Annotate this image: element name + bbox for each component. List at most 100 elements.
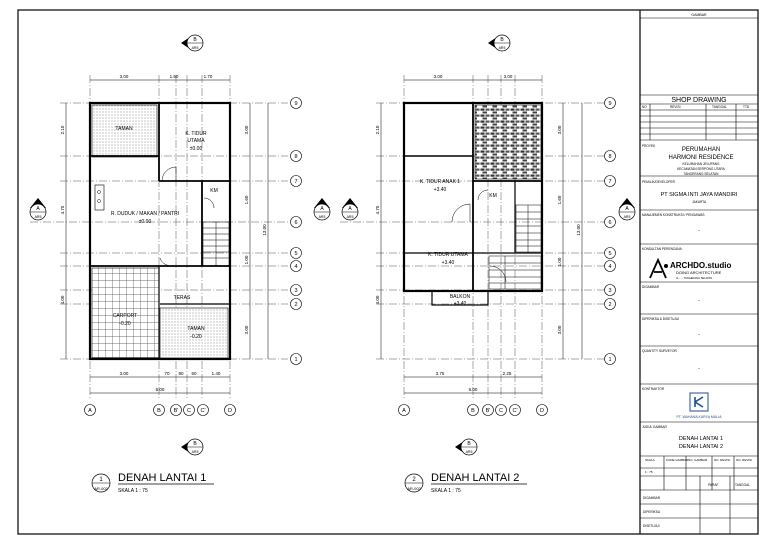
tb-project-name: HARMONI RESIDENCE (668, 155, 733, 161)
grid-number: 8 (608, 154, 611, 160)
axis-letter: A (88, 408, 92, 414)
axis-letter: B' (486, 408, 491, 414)
axis-letter: B (471, 408, 475, 414)
grid-number: 3 (608, 288, 611, 294)
tb-consultant-addr: JL. ..., TANGERANG SELATAN (676, 276, 712, 280)
room-level: +3.40 (434, 187, 447, 193)
dim-text: 1.60 (557, 195, 562, 204)
axis-letter: A (402, 408, 406, 414)
room-label: CARPORT (113, 313, 137, 319)
tb-mk-label: MANAJEMEN KONSTRUKSI / PENGAWAS (642, 213, 704, 217)
dim-text: 1.70 (204, 74, 213, 79)
tb-surveyor-value: - (698, 366, 700, 372)
grid-number: 4 (294, 264, 297, 270)
dim-text: 1.00 (244, 255, 249, 264)
section-marker: A AR5 (341, 198, 359, 221)
meta-header: SKALA (645, 458, 655, 462)
room-label: BALKON (450, 294, 471, 300)
dim-text: 2.10 (375, 125, 380, 134)
tb-contractor-name: PT. WAHANA KARYA MULIA (676, 415, 722, 419)
sign-row: DISETUJUI (643, 524, 660, 528)
dim-text: 3.00 (434, 74, 443, 79)
grid-number: 8 (294, 154, 297, 160)
tb-consultant-logo: ARCHDO.studio (670, 261, 731, 270)
svg-text:A: A (348, 206, 352, 212)
sign-header: PARAF (708, 483, 718, 487)
dim-text: 2.10 (60, 125, 65, 134)
tb-checked-label: DIPERIKSA & DISETUJUI (642, 317, 679, 321)
grid-number: 9 (294, 101, 297, 107)
grid-number: 9 (608, 101, 611, 107)
room-level: ±0.00 (139, 219, 152, 225)
plan-title: DENAH LANTAI 1 (118, 472, 206, 484)
plan-title: DENAH LANTAI 2 (431, 472, 519, 484)
tb-drafter-label: DIGAMBAR (642, 285, 660, 289)
dim-text: 6.00 (156, 387, 165, 392)
room-label: K. TIDUR ANAK 1 (420, 179, 460, 185)
svg-text:AR5: AR5 (466, 450, 473, 454)
taman-front-hatch (159, 307, 229, 359)
dim-text: 60 (191, 371, 197, 376)
dim-text: 80 (178, 371, 184, 376)
tb-drafter-value: - (698, 298, 700, 304)
plan-number: 1 (99, 477, 103, 483)
axis-letter: B (157, 408, 161, 414)
tb-owner-name: PT SIGMA INTI JAYA MANDIRI (661, 192, 738, 198)
sign-row: DIGAMBAR (643, 496, 661, 500)
plan-lantai-1: TAMAN K. TIDUR UTAMA ±0.00 R. DUDUK / MA… (30, 74, 288, 494)
room-label: K. TIDUR (185, 131, 207, 137)
dim-text: 4.00 (60, 295, 65, 304)
dim-text: 6.00 (469, 387, 478, 392)
taman-hatch (91, 104, 158, 158)
axis-letter: C' (512, 408, 517, 414)
room-label: KM (210, 188, 218, 194)
svg-text:A: A (625, 206, 629, 212)
stair-1 (202, 221, 230, 267)
tb-project-addr: KECAMATAN SERPONG UTARA (677, 167, 726, 171)
tb-consultant-label: KONSULTAN PERENCANA (642, 247, 683, 251)
tb-owner-label: PEMILIK/DEVELOPER (642, 180, 676, 184)
dim-text: 3.00 (120, 371, 129, 376)
dim-text: 1.40 (212, 371, 221, 376)
svg-text:B: B (500, 37, 504, 43)
svg-text:AR5: AR5 (192, 450, 199, 454)
svg-text:AR5: AR5 (347, 215, 354, 219)
grid-number: 3 (294, 288, 297, 294)
dim-text: 3.00 (504, 74, 513, 79)
tb-project-label: PROYEK (642, 144, 656, 148)
svg-text:A: A (320, 206, 324, 212)
plan-lantai-2: K. TIDUR ANAK 1 +3.40 KM K. TIDUR UTAMA … (340, 74, 605, 494)
svg-text:B: B (193, 441, 197, 447)
dim-text: 13.00 (262, 224, 267, 236)
dim-text: 4.75 (375, 205, 380, 214)
archdo-logo-icon (649, 257, 667, 279)
tb-top-label: GAMBAR (691, 13, 707, 17)
axis-letter: C (499, 408, 503, 414)
tb-contractor-label: KONTRAKTOR (642, 387, 665, 391)
dim-text: 3.00 (557, 125, 562, 134)
dim-text: 2.25 (503, 371, 512, 376)
axis-letter: D (540, 408, 544, 414)
section-marker: A AR5 (618, 198, 636, 221)
tb-mk-value: - (698, 228, 700, 234)
room-level: +3.40 (454, 301, 467, 307)
rev-col: TTD (743, 105, 750, 109)
meta-header: NO. GAMBAR (688, 458, 708, 462)
dim-text: 3.00 (244, 125, 249, 134)
tb-title-label: JUDUL GAMBAR (642, 425, 668, 429)
dim-text: 1.50 (170, 74, 179, 79)
meta-header: NO. REVISI (736, 458, 752, 462)
plan-sheet-ref: AR-002 (94, 486, 108, 491)
grid-number: 2 (608, 302, 611, 308)
svg-text:AR5: AR5 (624, 215, 631, 219)
svg-text:AR5: AR5 (499, 46, 506, 50)
svg-text:B: B (193, 37, 197, 43)
svg-text:B: B (467, 441, 471, 447)
stair-2 (488, 204, 542, 290)
tb-owner-city: JAKARTA (692, 200, 707, 204)
plan-scale: SKALA 1 : 75 (118, 488, 148, 494)
plan-sheet-ref: AR-002 (407, 486, 421, 491)
